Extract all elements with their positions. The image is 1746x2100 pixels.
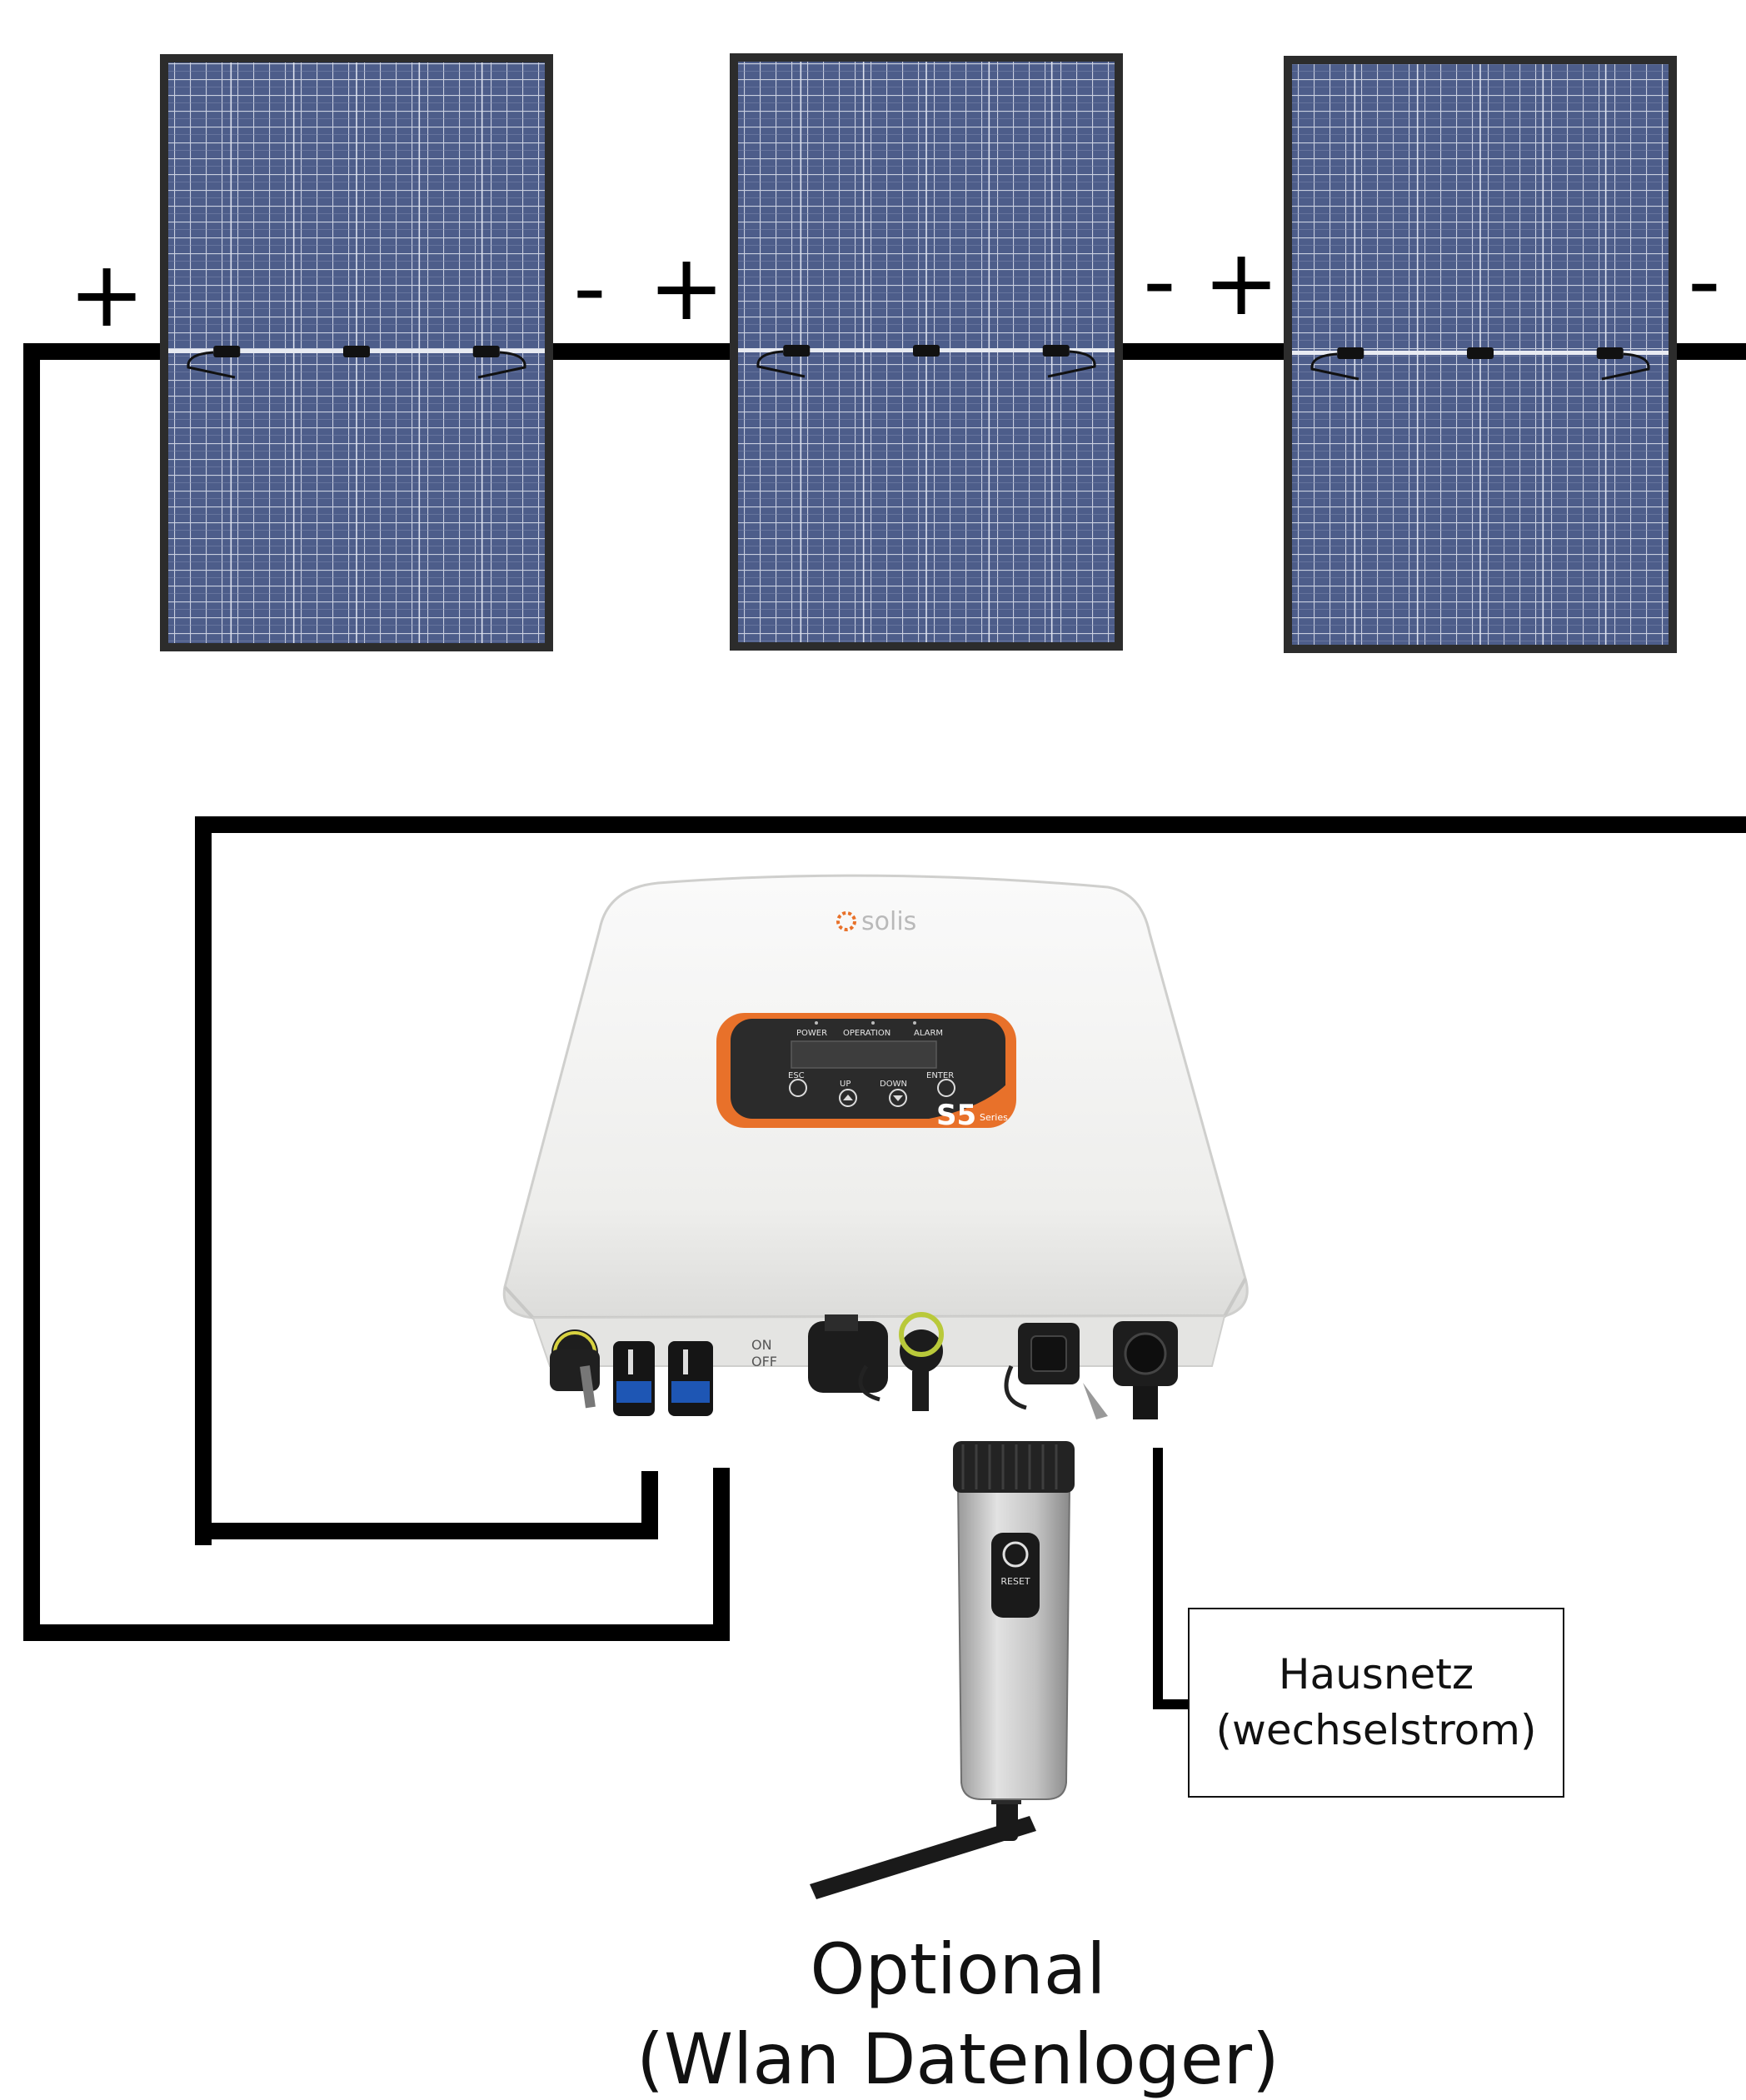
panel-3-minus-label: - (1688, 227, 1721, 334)
solar-panel-3 (1284, 56, 1677, 653)
indicator-alarm: ALARM (914, 1029, 943, 1038)
indicator-operation: OPERATION (843, 1029, 890, 1038)
enter-button[interactable] (937, 1079, 955, 1097)
button-label-esc: ESC (788, 1071, 805, 1080)
panel-1-plus-label: + (68, 241, 146, 347)
inverter-brand: solis (861, 907, 916, 936)
panel-3-plus-label: + (1203, 229, 1280, 336)
panel-1-minus-label: - (573, 234, 606, 341)
house-grid-box: Hausnetz (wechselstrom) (1188, 1608, 1564, 1798)
optional-subcaption: (Wlan Datenloger) (636, 2018, 1280, 2100)
solar-panel-2 (730, 53, 1123, 651)
solar-panel-row (160, 53, 1677, 653)
inverter: solis POWER OPERATION ALARM ESC UP DOWN … (502, 874, 1249, 1419)
solis-logo-icon (836, 911, 856, 931)
reset-label: RESET (1000, 1576, 1030, 1587)
down-button[interactable] (889, 1089, 907, 1107)
reset-button[interactable] (1002, 1541, 1029, 1568)
panel-2-minus-label: - (1143, 227, 1176, 334)
ac-grid-cable (1153, 1448, 1188, 1709)
logger-reset-plate (991, 1533, 1040, 1618)
optional-caption: Optional (810, 1928, 1106, 2010)
button-label-down: DOWN (880, 1080, 907, 1089)
connector-strip: ON OFF (550, 1312, 1178, 1419)
indicator-power: POWER (796, 1029, 827, 1038)
panel-2-plus-label: + (648, 234, 726, 341)
solar-panel-1 (160, 54, 553, 651)
button-label-enter: ENTER (926, 1071, 954, 1080)
com-port (808, 1321, 888, 1393)
button-label-up: UP (840, 1080, 851, 1089)
switch-on-label: ON (751, 1337, 772, 1353)
switch-off-label: OFF (751, 1354, 777, 1369)
up-button[interactable] (839, 1089, 857, 1107)
series-word: Series (980, 1112, 1008, 1123)
house-grid-title: Hausnetz (1278, 1649, 1474, 1698)
dc-negative-cable (195, 816, 1746, 1545)
logger-body (956, 1484, 1071, 1800)
lcd-screen (791, 1040, 937, 1069)
down-arrow-icon (893, 1095, 903, 1101)
dc-positive-cable (23, 343, 730, 1641)
house-grid-subtitle: (wechselstrom) (1215, 1706, 1537, 1754)
wifi-datalogger: RESET (810, 1441, 1075, 1899)
mc4-connector-pair (613, 1341, 713, 1416)
esc-button[interactable] (789, 1079, 807, 1097)
series-badge: S5 (936, 1099, 976, 1132)
up-arrow-icon (843, 1095, 853, 1100)
logger-antenna (810, 1816, 1036, 1899)
